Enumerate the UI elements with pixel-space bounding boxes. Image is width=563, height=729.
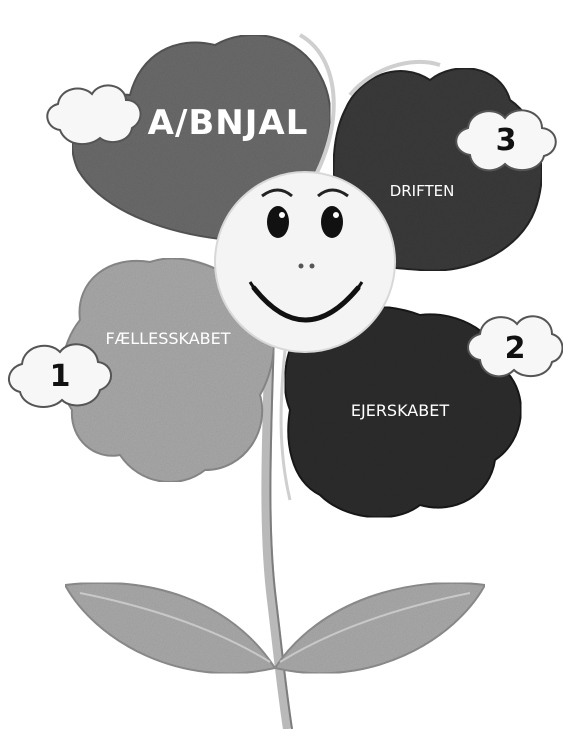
petal-top-right-label: DRIFTEN: [390, 182, 455, 200]
cloud-1-number: 1: [50, 359, 71, 394]
right-eye-shine: [333, 212, 339, 218]
cloud-2-number: 2: [505, 331, 526, 366]
cloud-icon: 2: [468, 316, 563, 376]
nose-left: [299, 264, 304, 269]
left-eye: [267, 206, 289, 238]
petal-top-left-label: A/BNJAL: [148, 103, 309, 143]
face: [215, 172, 395, 352]
left-eye-shine: [279, 212, 285, 218]
nose-right: [310, 264, 315, 269]
cloud-icon: 1: [9, 344, 111, 407]
smiley-face-icon: [215, 172, 395, 352]
right-eye: [321, 206, 343, 238]
cloud-icon: 3: [456, 110, 556, 170]
cloud-3-number: 3: [496, 123, 517, 158]
petal-bottom-left-label: FÆLLESSKABET: [105, 329, 230, 348]
petal-bottom-right-label: EJERSKABET: [351, 401, 449, 420]
